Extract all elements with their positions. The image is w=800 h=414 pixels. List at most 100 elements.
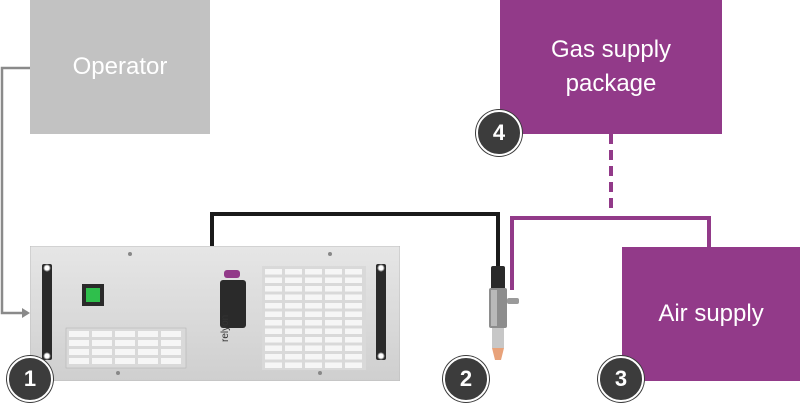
vent-cell: [265, 337, 282, 343]
vent-cell: [325, 345, 342, 351]
vent-cell: [325, 269, 342, 275]
vent-cell: [115, 340, 135, 346]
vent-cell: [285, 269, 302, 275]
vent-cell: [265, 345, 282, 351]
vent-cell: [305, 362, 322, 368]
large-vent-grid: [262, 266, 366, 370]
vent-cell: [265, 269, 282, 275]
operator-arrowhead: [22, 308, 30, 318]
vent-cell: [345, 320, 362, 326]
vent-cell: [265, 354, 282, 360]
vent-cell: [345, 362, 362, 368]
vent-cell: [285, 345, 302, 351]
vent-cell: [305, 328, 322, 334]
vent-cell: [92, 349, 112, 355]
vent-cell: [345, 311, 362, 317]
vent-cell: [115, 358, 135, 364]
vent-cell: [325, 362, 342, 368]
vent-cell: [345, 286, 362, 292]
left-handle: [42, 264, 52, 360]
vent-cell: [161, 349, 181, 355]
vent-cell: [345, 269, 362, 275]
vent-cell: [69, 358, 89, 364]
vent-cell: [161, 340, 181, 346]
vent-cell: [265, 286, 282, 292]
badge-1: 1: [7, 356, 53, 402]
vent-cell: [161, 331, 181, 337]
air-supply-label: Air supply: [658, 300, 764, 327]
vent-cell: [305, 269, 322, 275]
vent-cell: [345, 303, 362, 309]
plasma-generator-device: relyon: [30, 246, 400, 381]
vent-cell: [138, 349, 158, 355]
vent-cell: [325, 311, 342, 317]
vent-cell: [285, 294, 302, 300]
vent-cell: [138, 340, 158, 346]
vent-cell: [325, 354, 342, 360]
vent-cell: [265, 311, 282, 317]
plasma-torch: [489, 266, 519, 360]
vent-cell: [325, 328, 342, 334]
vent-cell: [265, 303, 282, 309]
vent-cell: [345, 328, 362, 334]
vent-cell: [92, 340, 112, 346]
vent-cell: [69, 349, 89, 355]
vent-cell: [265, 277, 282, 283]
brand-text: relyon: [220, 315, 231, 342]
gas-supply-label-line2: package: [565, 70, 657, 97]
vent-cell: [285, 277, 302, 283]
vent-cell: [265, 328, 282, 334]
vent-cell: [305, 337, 322, 343]
gas-supply-label-line1: Gas supply: [550, 36, 672, 63]
vent-cell: [305, 294, 322, 300]
vent-cell: [305, 354, 322, 360]
brand-dark-block: [220, 280, 246, 328]
vent-cell: [305, 277, 322, 283]
vent-cell: [161, 358, 181, 364]
vent-cell: [305, 345, 322, 351]
vent-cell: [285, 362, 302, 368]
right-handle: [376, 264, 386, 360]
vent-cell: [265, 294, 282, 300]
vent-cell: [92, 331, 112, 337]
vent-cell: [325, 303, 342, 309]
vent-cell: [345, 294, 362, 300]
vent-cell: [265, 320, 282, 326]
vent-cell: [305, 303, 322, 309]
vent-cell: [325, 320, 342, 326]
vent-cell: [285, 311, 302, 317]
vent-cell: [305, 311, 322, 317]
vent-cell: [305, 320, 322, 326]
operator-label: Operator: [72, 53, 168, 80]
vent-cell: [285, 320, 302, 326]
vent-cell: [69, 340, 89, 346]
vent-cell: [285, 337, 302, 343]
vent-cell: [115, 349, 135, 355]
vent-cell: [345, 354, 362, 360]
badge-4: 4: [476, 110, 522, 156]
vent-cell: [69, 331, 89, 337]
vent-cell: [325, 277, 342, 283]
vent-cell: [285, 328, 302, 334]
vent-cell: [325, 294, 342, 300]
vent-cell: [345, 337, 362, 343]
operator-box: Operator: [30, 0, 210, 134]
vent-cell: [265, 362, 282, 368]
vent-cell: [285, 354, 302, 360]
vent-cell: [325, 337, 342, 343]
vent-cell: [92, 358, 112, 364]
air-supply-box: Air supply: [622, 247, 800, 381]
vent-cell: [345, 277, 362, 283]
badge-2: 2: [443, 356, 489, 402]
supply-line: [510, 216, 711, 290]
vent-cell: [325, 286, 342, 292]
gas-supply-box: Gas supply package: [500, 0, 722, 134]
vent-cell: [305, 286, 322, 292]
vent-cell: [138, 331, 158, 337]
operator-connection-line: [0, 66, 30, 315]
badge-3: 3: [598, 356, 644, 402]
vent-cell: [285, 303, 302, 309]
vent-cell: [138, 358, 158, 364]
vent-cell: [345, 345, 362, 351]
